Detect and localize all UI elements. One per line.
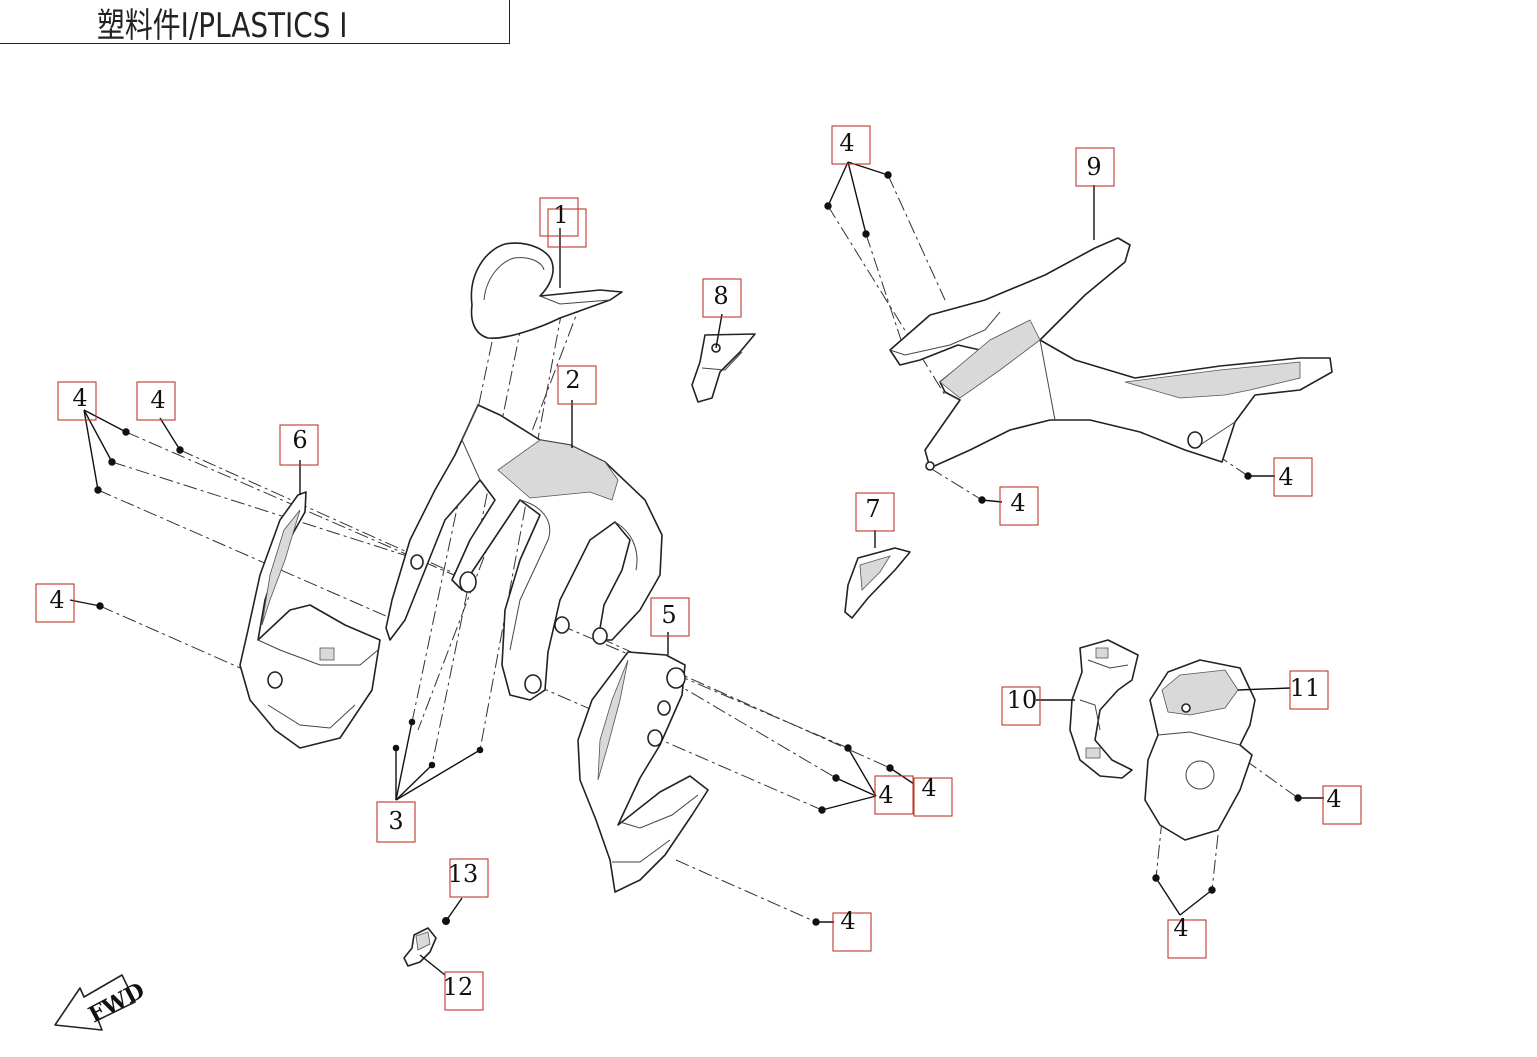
svg-text:3: 3 — [388, 807, 403, 835]
callout-10: 10 — [1001, 686, 1041, 726]
part-2-front-fascia — [385, 404, 663, 701]
callout-4-h: 4 — [913, 774, 953, 817]
callout-4-k: 4 — [1167, 914, 1207, 959]
callout-4-d: 4 — [831, 125, 871, 165]
callout-6: 6 — [279, 424, 319, 466]
callout-4-g: 4 — [874, 775, 914, 815]
svg-text:4: 4 — [1326, 785, 1341, 813]
fwd-direction-marker: FWD — [54, 974, 149, 1031]
svg-text:4: 4 — [1010, 489, 1025, 517]
page-title: 塑料件Ⅰ/PLASTICS Ⅰ — [97, 6, 348, 46]
callout-13: 13 — [448, 858, 489, 898]
svg-text:12: 12 — [443, 973, 474, 1001]
callout-7: 7 — [855, 492, 895, 532]
part-5-right-side-panel — [577, 651, 709, 893]
svg-text:7: 7 — [865, 495, 880, 523]
svg-text:4: 4 — [72, 384, 87, 412]
callout-8: 8 — [702, 278, 742, 318]
callout-9: 9 — [1075, 147, 1115, 187]
callout-4-f: 4 — [1273, 457, 1313, 497]
svg-text:10: 10 — [1007, 686, 1038, 714]
svg-text:5: 5 — [661, 601, 676, 629]
title-box: 塑料件Ⅰ/PLASTICS Ⅰ — [0, 0, 510, 46]
svg-text:4: 4 — [1173, 914, 1188, 942]
part-7-small-cover — [844, 547, 911, 619]
callout-3: 3 — [376, 801, 416, 843]
svg-text:4: 4 — [150, 386, 165, 414]
callout-4-j: 4 — [1322, 785, 1362, 825]
svg-text:9: 9 — [1086, 153, 1101, 181]
svg-text:4: 4 — [878, 781, 893, 809]
callout-4-a: 4 — [57, 381, 97, 421]
callout-5: 5 — [650, 597, 690, 637]
svg-text:8: 8 — [713, 282, 728, 310]
part-6-left-side-panel — [239, 491, 381, 749]
callout-1: 1 — [539, 197, 587, 248]
svg-text:4: 4 — [840, 907, 855, 935]
callout-12: 12 — [443, 971, 484, 1011]
svg-text:2: 2 — [565, 366, 580, 394]
callout-4-e: 4 — [999, 486, 1039, 526]
callout-4-i: 4 — [832, 907, 872, 952]
part-8-bracket — [691, 333, 756, 403]
part-11-cover — [1144, 659, 1256, 841]
svg-text:1: 1 — [553, 201, 568, 229]
arrow-down-left-icon — [54, 974, 136, 1031]
part-9-seat-cowl — [889, 237, 1333, 471]
part-10-side-bracket — [1069, 639, 1139, 779]
svg-text:4: 4 — [49, 586, 64, 614]
svg-text:4: 4 — [1278, 463, 1293, 491]
svg-text:4: 4 — [921, 774, 936, 802]
callout-2: 2 — [557, 365, 597, 405]
leader-lines — [69, 161, 1324, 976]
part-12-clip — [403, 927, 437, 967]
svg-text:11: 11 — [1290, 674, 1321, 702]
callout-4-b: 4 — [136, 381, 176, 421]
callout-4-c: 4 — [35, 583, 75, 623]
part-1-headlight-cowl — [470, 242, 623, 339]
svg-text:6: 6 — [292, 426, 307, 454]
callout-11: 11 — [1289, 670, 1329, 710]
svg-text:13: 13 — [448, 860, 479, 888]
svg-text:4: 4 — [839, 129, 854, 157]
